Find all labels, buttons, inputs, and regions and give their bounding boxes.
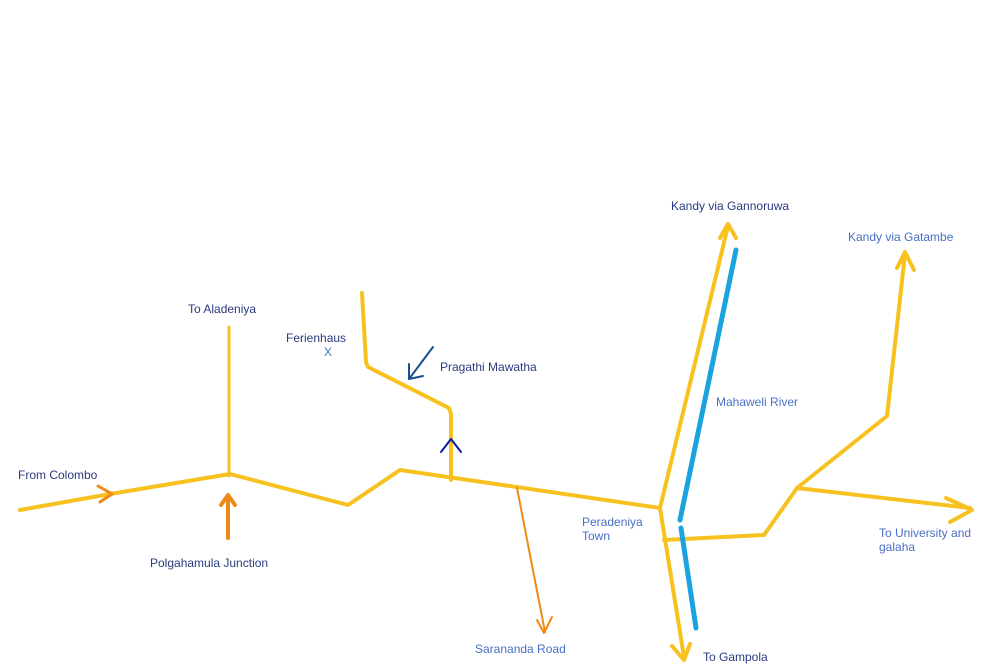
polgahamula-arrow-icon [219,493,237,507]
label-peradeniya-town: Peradeniya Town [582,515,643,543]
road-peradeniya-east [662,486,799,542]
arrow-gatambe-icon [895,250,916,272]
caret-up-icon [440,438,462,453]
label-kandy-via-gannoruwa: Kandy via Gannoruwa [671,199,790,213]
mahaweli-river-south [678,525,699,631]
label-polgahamula-junction: Polgahamula Junction [150,556,269,570]
road-kandy-gatambe [795,252,907,490]
road-to-gampola [658,506,686,659]
road-to-university [795,486,972,510]
label-to-aladeniya: To Aladeniya [188,302,257,316]
arrow-gannoruwa-icon [718,222,738,240]
sarananda-road-arrow-icon [536,616,553,634]
label-from-colombo: From Colombo [18,468,98,482]
label-pragathi-mawatha: Pragathi Mawatha [440,360,537,374]
sarananda-road-arrow-shaft [516,487,546,633]
label-ferienhaus: Ferienhaus [286,331,347,345]
main-road [18,468,662,512]
label-to-gampola: To Gampola [703,650,768,664]
mahaweli-river [677,247,739,523]
road-ferienhaus [360,291,453,482]
ferienhaus-marker: X [324,345,333,359]
road-kandy-gannoruwa [658,224,730,510]
label-kandy-via-gatambe: Kandy via Gatambe [848,230,954,244]
arrow-gampola-icon [670,642,692,662]
label-sarananda-road: Sarananda Road [475,642,566,656]
pragathi-pointer-shaft [408,346,434,380]
label-mahaweli-river: Mahaweli River [716,395,799,409]
arrow-university-icon [944,496,974,524]
arrow-from-colombo-icon [96,484,114,504]
label-to-university-and-galaha: To University and galaha [879,526,972,554]
pragathi-pointer-icon [408,363,424,380]
